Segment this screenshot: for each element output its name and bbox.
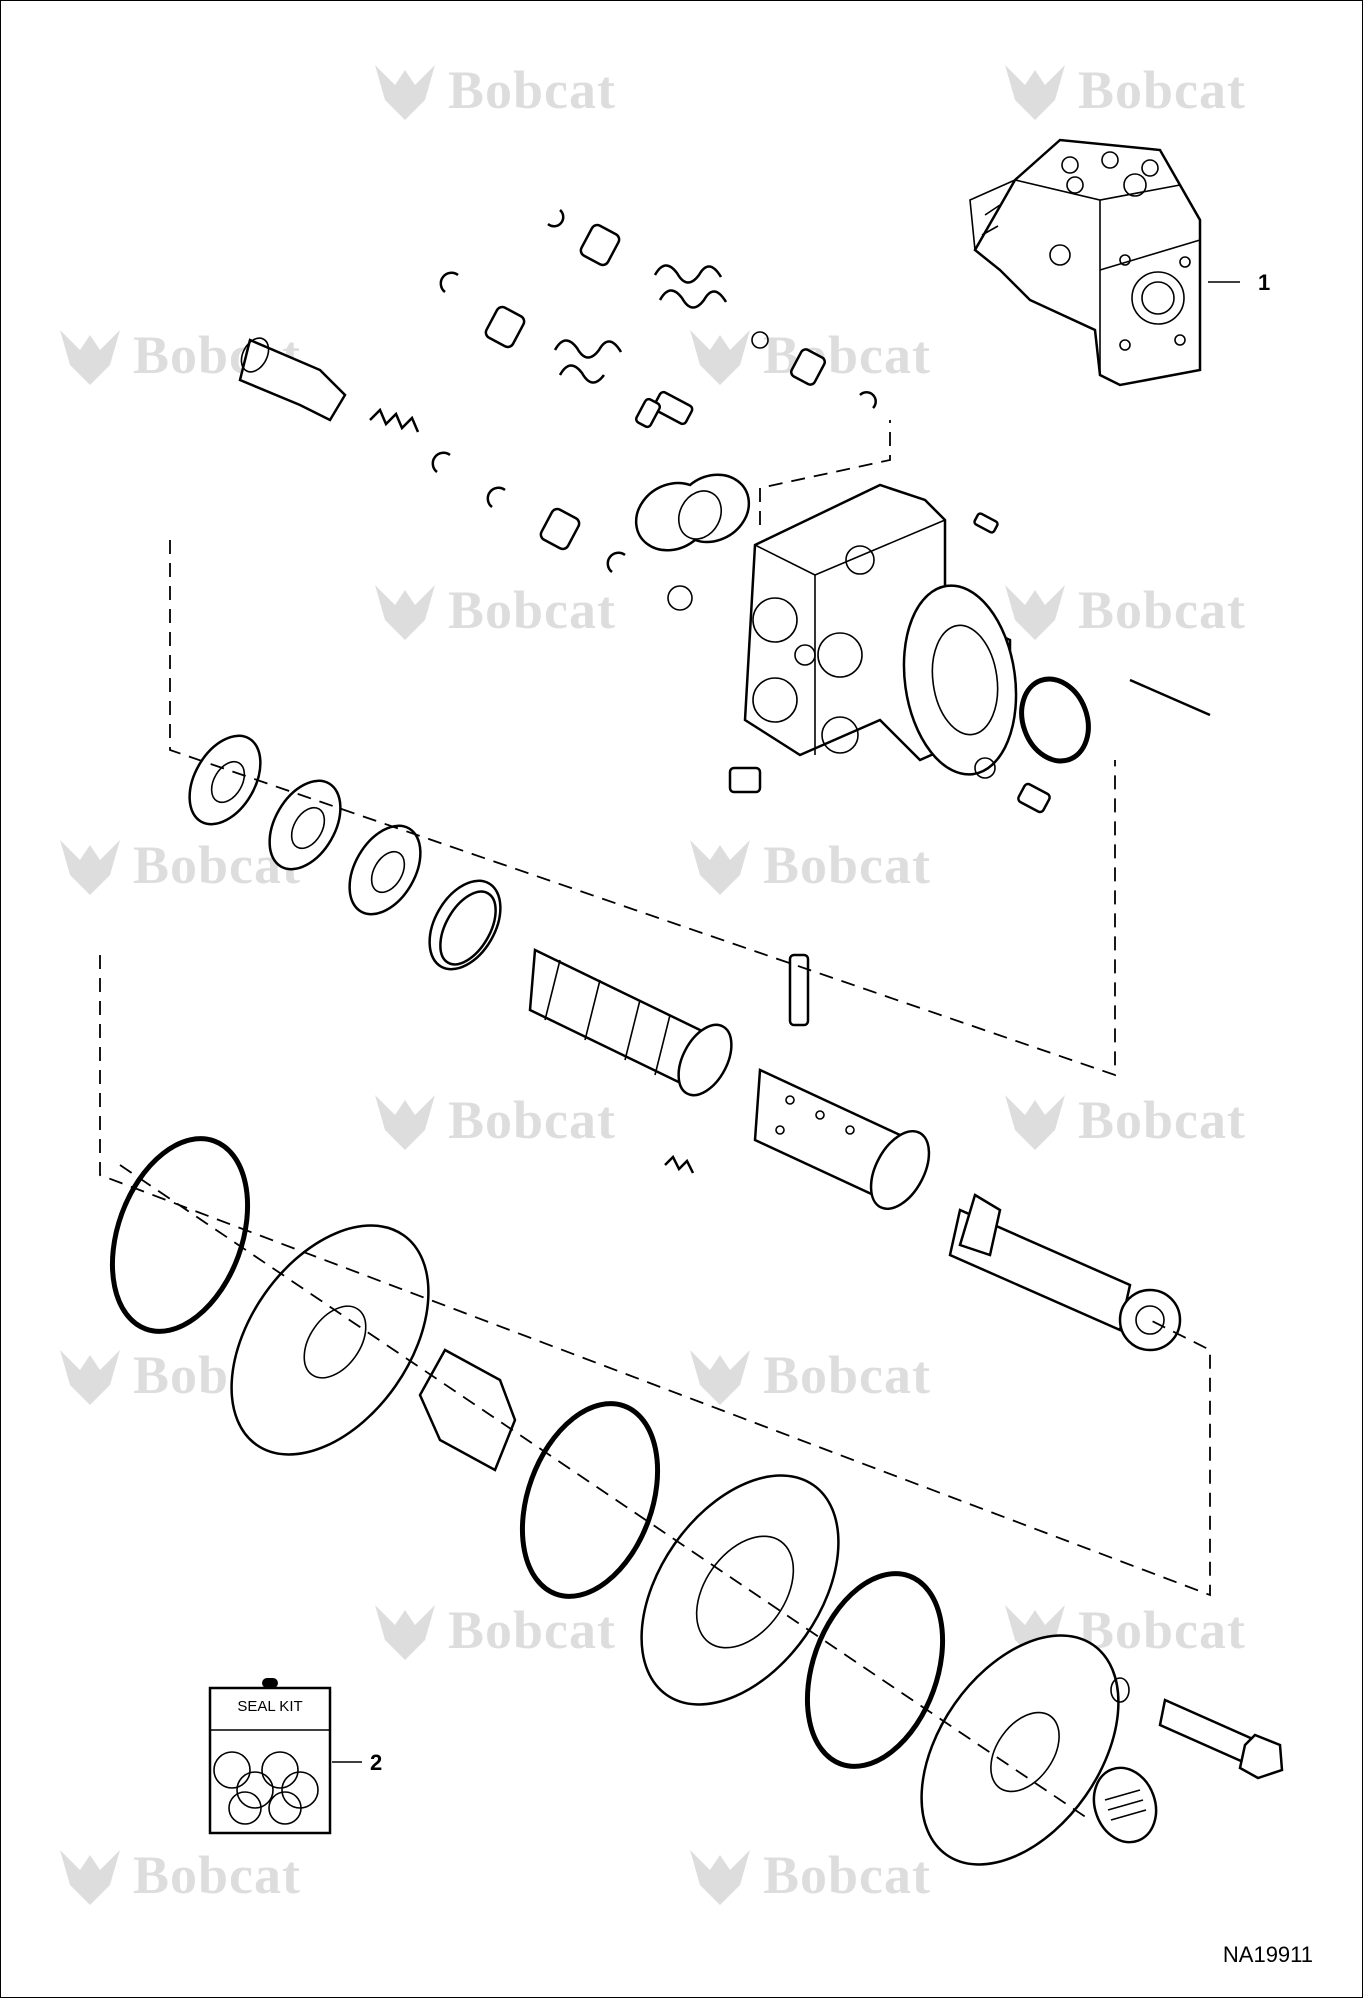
watermark-text: Bobcat: [1078, 1090, 1246, 1150]
bobcat-watermark: Bobcat: [685, 830, 931, 900]
drawing-number: NA19911: [1222, 1942, 1313, 1967]
bobcat-watermark: Bobcat: [1000, 575, 1246, 645]
relief-valve-middle-row: [439, 271, 694, 429]
bobcat-watermark: Bobcat: [1000, 1085, 1246, 1155]
bobcat-logo-icon: [690, 1350, 750, 1405]
relief-valve-upper-row: [547, 209, 877, 409]
seal-kit-label: SEAL KIT: [237, 1698, 303, 1715]
watermark-text: Bobcat: [133, 1845, 301, 1905]
gerotor-set: [109, 1136, 1284, 1866]
bobcat-watermark: Bobcat: [370, 55, 616, 125]
watermark-text: Bobcat: [763, 1845, 931, 1905]
watermark-text: Bobcat: [448, 1090, 616, 1150]
seal-kit-icon: [208, 1678, 332, 1835]
bobcat-watermark: Bobcat: [685, 1340, 931, 1410]
watermark-text: Bobcat: [763, 835, 931, 895]
thrust-bearing-washers: [188, 734, 502, 971]
bobcat-logo-icon: [375, 1605, 435, 1660]
bobcat-logo-icon: [690, 1850, 750, 1905]
bobcat-watermark: Bobcat: [370, 1595, 616, 1665]
bobcat-logo-icon: [375, 65, 435, 120]
watermark-text: Bobcat: [1078, 580, 1246, 640]
valve-housing: [728, 483, 1211, 814]
bobcat-watermark: Bobcat: [370, 575, 616, 645]
watermark-text: Bobcat: [448, 1600, 616, 1660]
bobcat-logo-icon: [375, 1095, 435, 1150]
watermark-text: Bobcat: [448, 580, 616, 640]
bobcat-watermark: Bobcat: [370, 1085, 616, 1155]
housing-seals: [634, 473, 1091, 764]
watermark-text: Bobcat: [448, 60, 616, 120]
watermark-text: Bobcat: [1078, 1600, 1246, 1660]
bobcat-logo-icon: [1005, 1095, 1065, 1150]
bobcat-logo-icon: [60, 1850, 120, 1905]
bobcat-logo-icon: [60, 1350, 120, 1405]
watermark-text: Bobcat: [763, 1345, 931, 1405]
assembly-guide-lines: [99, 420, 1211, 1821]
bobcat-watermark: Bobcat: [685, 1840, 931, 1910]
bobcat-logo-icon: [1005, 585, 1065, 640]
bobcat-watermark: Bobcat: [1000, 1595, 1246, 1665]
steering-unit-assembly: [969, 138, 1202, 387]
bobcat-logo-icon: [1005, 1605, 1065, 1660]
cartridge-valve: [238, 337, 693, 611]
drive-shaft: [948, 1193, 1182, 1352]
bobcat-logo-icon: [375, 585, 435, 640]
callout-2: 2: [370, 1750, 383, 1775]
bobcat-logo-icon: [60, 330, 120, 385]
callout-1: 1: [1258, 270, 1271, 295]
bobcat-logo-icon: [690, 330, 750, 385]
bobcat-logo-icon: [690, 840, 750, 895]
watermark-text: Bobcat: [1078, 60, 1246, 120]
bobcat-watermark: Bobcat: [1000, 55, 1246, 125]
spool-and-sleeve: [528, 948, 931, 1211]
bobcat-logo-icon: [1005, 65, 1065, 120]
bobcat-logo-icon: [60, 840, 120, 895]
bobcat-watermark: Bobcat: [55, 1840, 301, 1910]
